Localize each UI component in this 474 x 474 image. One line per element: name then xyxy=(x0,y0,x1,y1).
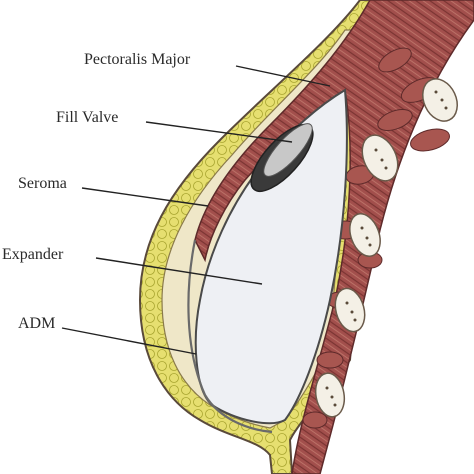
label-adm: ADM xyxy=(18,315,56,332)
leader-fill-valve xyxy=(145,121,293,143)
leader-expander xyxy=(95,257,263,285)
rib xyxy=(361,134,399,182)
leader-seroma xyxy=(81,187,209,207)
adm-layer xyxy=(187,239,273,434)
rib xyxy=(334,287,366,333)
fill-valve xyxy=(250,123,314,192)
label-fill-valve: Fill Valve xyxy=(56,109,119,126)
leader-lines xyxy=(61,65,331,355)
leader-pectoralis xyxy=(235,65,331,87)
rib xyxy=(314,372,346,418)
ribs xyxy=(314,78,458,418)
label-seroma: Seroma xyxy=(18,175,67,192)
label-expander: Expander xyxy=(2,246,64,263)
leader-adm xyxy=(61,327,197,355)
rib xyxy=(422,78,458,122)
rib-marrow-dots xyxy=(325,90,448,407)
label-pectoralis-major: Pectoralis Major xyxy=(84,51,191,68)
rib xyxy=(349,213,381,257)
